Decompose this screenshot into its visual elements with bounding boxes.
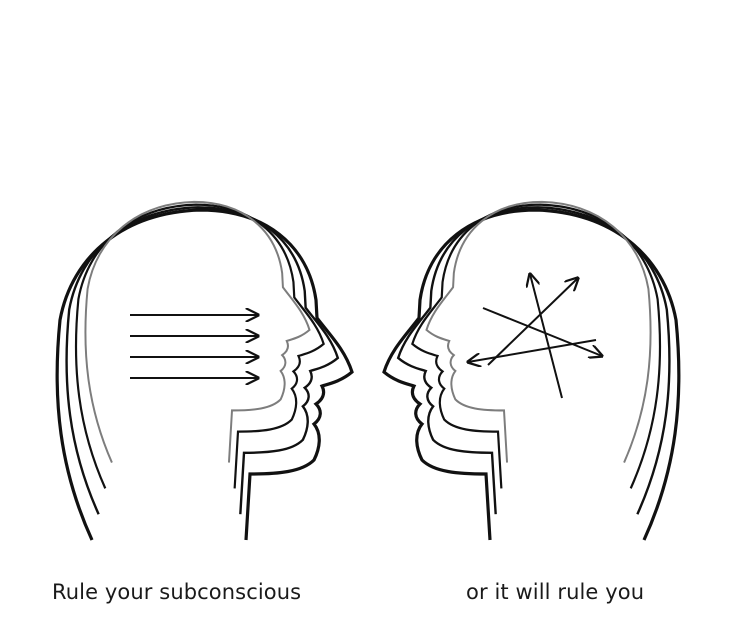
crossed-arrows-icon xyxy=(468,274,602,399)
caption-left: Rule your subconscious xyxy=(52,580,302,604)
left-head-icon xyxy=(55,200,354,542)
parallel-arrows-icon xyxy=(130,315,258,378)
right-head-icon xyxy=(382,200,681,542)
caption-right: or it will rule you xyxy=(466,580,645,604)
